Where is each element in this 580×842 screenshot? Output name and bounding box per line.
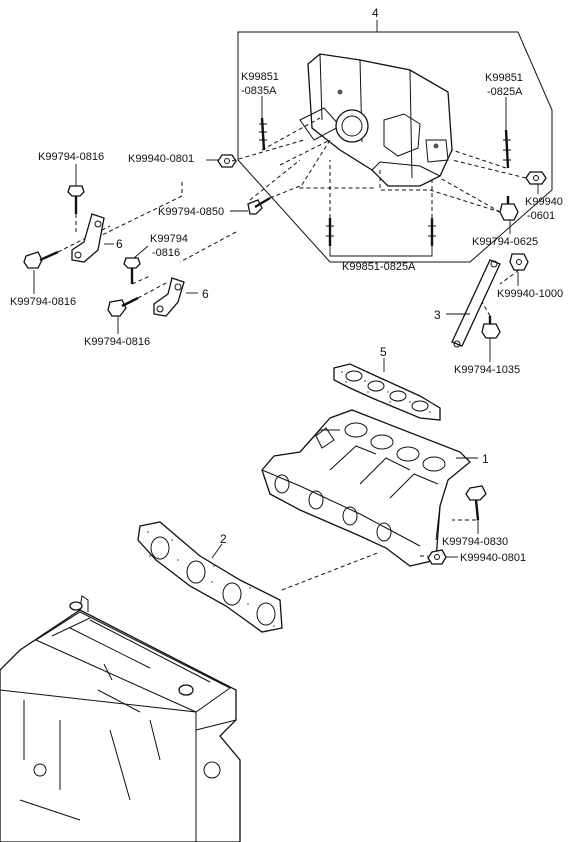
callout-6-lower: 6 (202, 287, 209, 301)
label-k99794-1035: K99794-1035 (454, 364, 520, 376)
bolt-0816-mid[interactable] (123, 257, 141, 284)
bolt-0816-bottom[interactable] (107, 296, 139, 317)
label-k99794-0816-top: K99794-0816 (38, 151, 104, 163)
callout-1: 1 (482, 452, 489, 466)
label-k99794-0816-mid-line2: -0816 (152, 247, 180, 259)
bolt-0830[interactable] (465, 485, 487, 521)
bolt-0850[interactable] (247, 196, 271, 215)
label-k99851-0835a-line1: K99851 (241, 71, 279, 83)
surge-tank-group: 4 (237, 6, 553, 263)
label-k99794-0816-bottom: K99794-0816 (84, 336, 150, 348)
stay-6-lower[interactable] (153, 277, 185, 317)
nut-0601[interactable] (525, 171, 547, 185)
label-k99940-0801-lower: K99940-0801 (460, 552, 526, 564)
gasket-2[interactable] (137, 521, 283, 633)
label-k99794-0816-left: K99794-0816 (10, 296, 76, 308)
gasket-5[interactable] (333, 363, 441, 421)
bolt-1035[interactable] (481, 316, 501, 339)
stud-0825a-bottom-left[interactable] (326, 218, 334, 246)
bolt-0816-top[interactable] (67, 185, 85, 214)
label-k99940-0801-upper: K99940-0801 (128, 153, 194, 165)
callout-3: 3 (434, 308, 441, 322)
label-k99794-0830: K99794-0830 (442, 536, 508, 548)
callout-5: 5 (380, 345, 387, 359)
callout-6-upper: 6 (116, 237, 123, 251)
nut-1000[interactable] (509, 253, 529, 271)
label-k99851-0825a-bottom: K99851-0825A (342, 261, 416, 273)
leader-2 (211, 543, 223, 559)
nut-0801-lower[interactable] (427, 549, 447, 565)
nut-0801-upper[interactable] (217, 154, 237, 168)
surge-tank-outline (237, 31, 553, 263)
stud-0825a-bottom-right[interactable] (428, 218, 436, 246)
label-k99794-0850: K99794-0850 (158, 206, 224, 218)
callout-4: 4 (372, 6, 379, 20)
bolt-0816-left[interactable] (23, 250, 59, 269)
label-k99794-0625: K99794-0625 (472, 236, 538, 248)
label-k99851-0825a-line2: -0825A (487, 86, 523, 98)
leader-0816-mid (133, 245, 149, 259)
stay-6-upper[interactable] (71, 213, 105, 263)
intake-manifold-1[interactable] (261, 409, 471, 567)
callout-2: 2 (220, 532, 227, 546)
label-k99851-0835a-line2: -0835A (241, 85, 277, 97)
label-k99940-0601-line2: -0601 (527, 210, 555, 222)
label-k99940-1000: K99940-1000 (497, 288, 563, 300)
engine-block (0, 595, 241, 842)
label-k99851-0825a-line1: K99851 (485, 72, 523, 84)
label-k99940-0601-line1: K99940 (525, 196, 563, 208)
label-k99794-0816-mid-line1: K99794 (150, 233, 188, 245)
stud-0825a-right[interactable] (503, 129, 511, 169)
bolt-0625[interactable] (499, 196, 519, 221)
stud-0835a[interactable] (259, 117, 267, 151)
support-rod-3[interactable] (451, 259, 501, 348)
surge-tank[interactable] (299, 53, 453, 187)
